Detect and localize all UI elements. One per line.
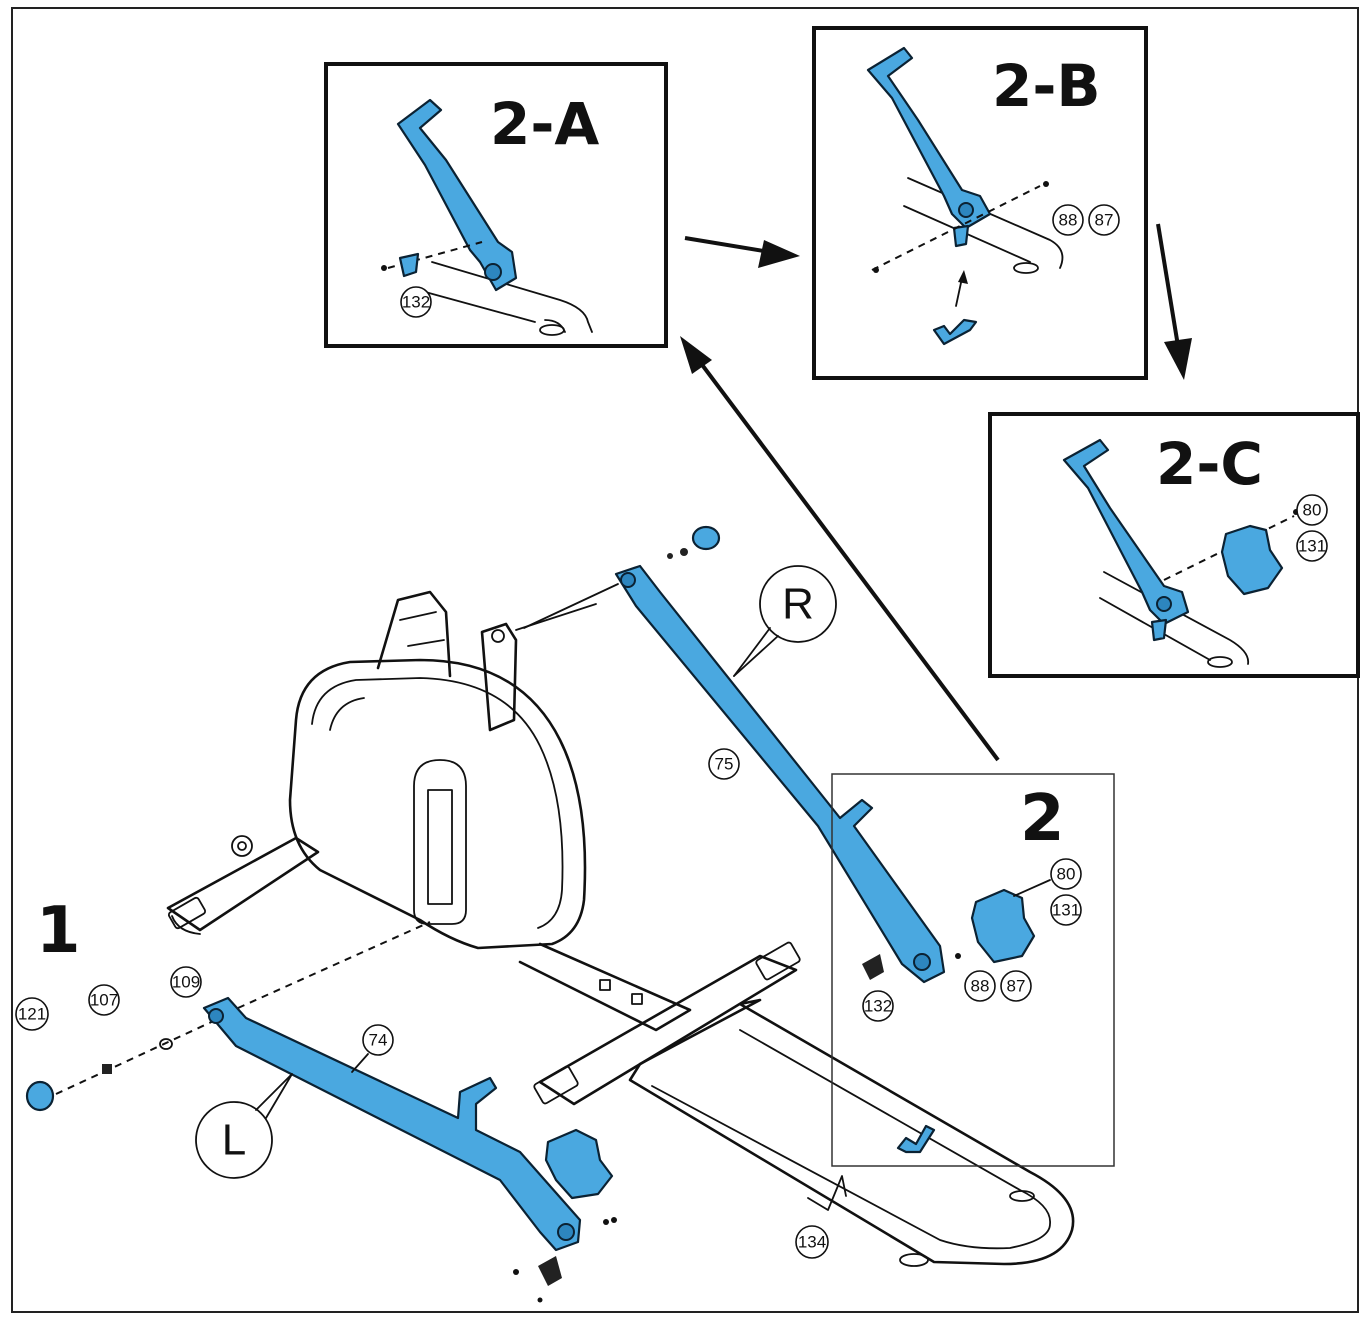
inset-2a-arm bbox=[396, 98, 518, 292]
part-134 bbox=[807, 1175, 847, 1211]
callout-main-134: 134 bbox=[798, 1233, 826, 1252]
u-rail-clip bbox=[896, 1124, 936, 1154]
inset-2b-arm bbox=[866, 46, 992, 230]
callout-inset-a-132: 132 bbox=[402, 293, 430, 312]
left-cover-131 bbox=[544, 1128, 614, 1200]
side-label-right: R bbox=[782, 580, 814, 629]
callout-main-132: 132 bbox=[864, 997, 892, 1016]
inset-2a-bracket bbox=[398, 252, 420, 278]
arrow-a-to-b bbox=[684, 236, 800, 268]
main-assembly: 134 R 75 2 80 131 132 88 87 bbox=[15, 525, 1115, 1303]
step-2-region bbox=[831, 773, 1115, 1167]
inset-2b-clip bbox=[932, 318, 978, 346]
left-bracket-132 bbox=[538, 1256, 562, 1286]
callout-main-80: 80 bbox=[1057, 865, 1076, 884]
side-label-left: L bbox=[222, 1116, 246, 1165]
inset-2a-label: 2-A bbox=[490, 90, 599, 158]
callout-inset-b-88: 88 bbox=[1059, 211, 1078, 230]
axle-cap-right bbox=[691, 525, 721, 551]
callout-inset-c-80: 80 bbox=[1303, 501, 1322, 520]
callout-inset-b-87: 87 bbox=[1095, 211, 1114, 230]
inset-2c-arm bbox=[1062, 438, 1190, 626]
callout-main-107: 107 bbox=[90, 991, 118, 1010]
callout-main-121: 121 bbox=[18, 1005, 46, 1024]
callout-main-74: 74 bbox=[369, 1031, 388, 1050]
inset-2a: 2-A 132 bbox=[324, 62, 668, 348]
inset-2b: 2-B 88 87 bbox=[812, 26, 1148, 380]
step-1-label: 1 bbox=[36, 894, 81, 968]
inset-2b-label: 2-B bbox=[992, 52, 1101, 120]
callout-main-88: 88 bbox=[971, 977, 990, 996]
callout-main-75: 75 bbox=[715, 755, 734, 774]
callout-main-109: 109 bbox=[172, 973, 200, 992]
callout-inset-c-131: 131 bbox=[1298, 537, 1326, 556]
end-cap-121 bbox=[25, 1080, 55, 1112]
callout-main-131: 131 bbox=[1052, 901, 1080, 920]
arrow-b-to-c bbox=[1156, 223, 1192, 380]
u-rail bbox=[628, 998, 1075, 1266]
callout-main-87: 87 bbox=[1007, 977, 1026, 996]
step2-cover-131 bbox=[970, 888, 1036, 964]
rear-stabilizer bbox=[166, 836, 320, 932]
arrow-2-to-2a bbox=[680, 336, 1000, 762]
left-arm-74 bbox=[202, 996, 582, 1252]
inset-2c: 2-C 80 131 bbox=[988, 412, 1360, 678]
flywheel-housing bbox=[288, 658, 587, 950]
inset-2c-cover bbox=[1220, 524, 1284, 596]
inset-2c-label: 2-C bbox=[1156, 430, 1263, 498]
front-stabilizer bbox=[538, 954, 798, 1106]
step-2-label: 2 bbox=[1020, 782, 1065, 856]
step2-bracket-132 bbox=[862, 954, 884, 980]
